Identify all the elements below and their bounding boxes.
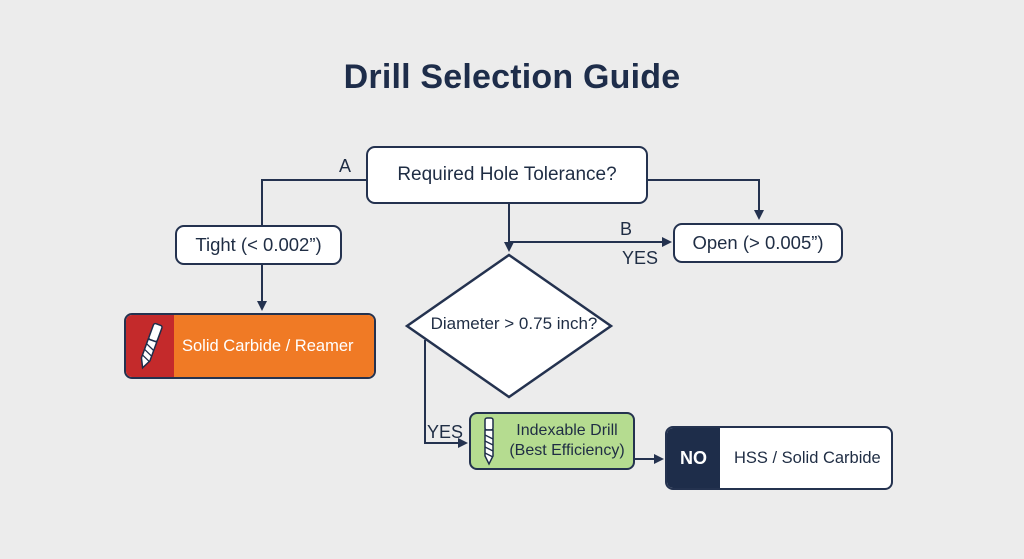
node-label: Required Hole Tolerance? [397, 164, 617, 185]
edge-label-yes-left: YES [427, 422, 464, 442]
node-indexable-drill: Indexable Drill (Best Efficiency) [469, 412, 635, 470]
node-solid-carbide-reamer: Solid Carbide / Reamer [124, 313, 376, 379]
decision-diamond [404, 253, 614, 399]
edge-label-b: B [620, 219, 633, 239]
edge-label-a: A [339, 156, 352, 176]
node-label: Tight (< 0.002”) [195, 234, 322, 255]
edge-start-to-tight [261, 179, 366, 226]
node-label-line1: Indexable Drill [516, 422, 618, 439]
node-label-line2: (Best Efficiency) [509, 442, 625, 459]
edge-diamond-to-indexable [424, 340, 468, 448]
no-tag: NO [667, 428, 720, 488]
edge-start-to-open [648, 179, 764, 220]
node-tight-tolerance: Tight (< 0.002”) [175, 225, 342, 265]
node-label: Open (> 0.005”) [692, 232, 824, 253]
drill-bit-icon [471, 416, 507, 466]
decision-label: Diameter > 0.75 inch? [430, 314, 598, 333]
node-label: HSS / Solid Carbide [734, 448, 881, 467]
page-title: Drill Selection Guide [343, 58, 681, 96]
node-required-hole-tolerance: Required Hole Tolerance? [366, 146, 648, 204]
node-label: Solid Carbide / Reamer [182, 336, 354, 355]
drill-bit-icon [126, 315, 174, 377]
edge-label-yes-top: YES [622, 248, 659, 268]
node-hss-solid-carbide: NO HSS / Solid Carbide [665, 426, 893, 490]
node-open-tolerance: Open (> 0.005”) [673, 223, 843, 263]
